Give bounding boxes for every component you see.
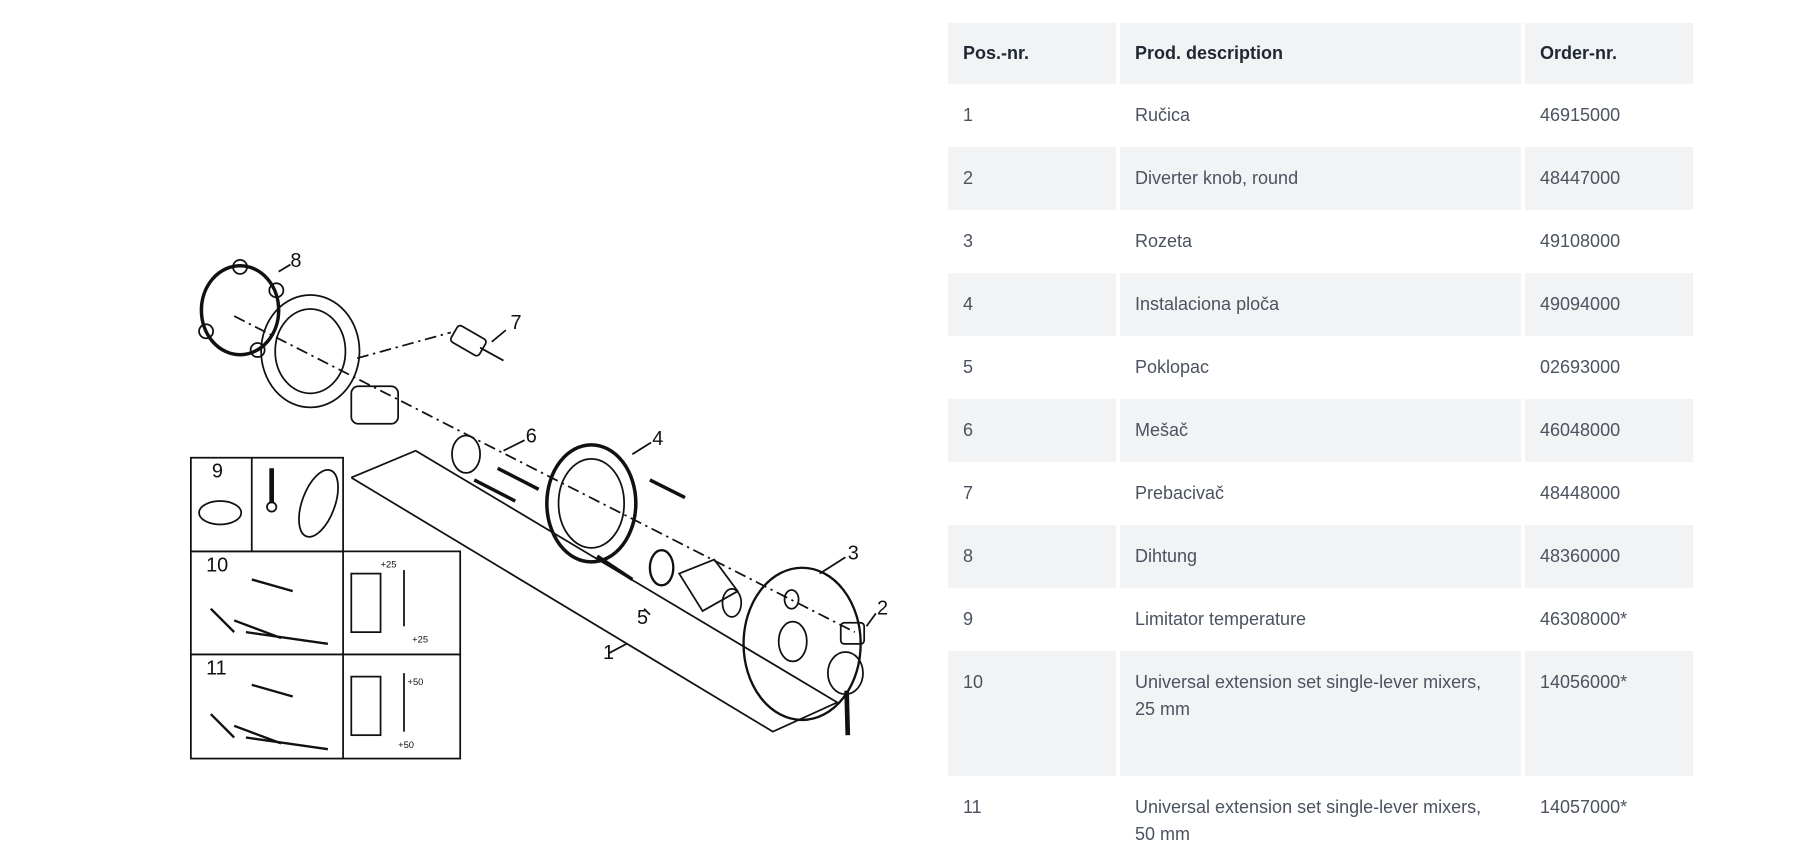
install-plate-part [545, 443, 638, 564]
dim-label: +25 [412, 635, 428, 645]
mixer-body-part [260, 294, 361, 409]
pos-cell: 3 [963, 231, 974, 251]
pos-cell: 10 [948, 651, 1116, 776]
description-cell: Rozeta [1135, 231, 1193, 251]
order-number-cell: 48447000 [1525, 147, 1693, 210]
header-pos: Pos.-nr. [948, 23, 1116, 84]
callout-5: 5 [637, 607, 648, 629]
pos-cell: 7 [963, 483, 974, 503]
order-number-cell: 02693000 [1540, 357, 1621, 377]
callout-8: 8 [290, 250, 301, 272]
order-number-cell: 48448000 [1540, 483, 1621, 503]
description-cell: Poklopac [1135, 357, 1210, 377]
dim-label: +50 [398, 740, 414, 750]
callout-4: 4 [652, 428, 663, 450]
spare-parts-table: Pos.-nr. Prod. description Order-nr. 1 Ru… [948, 23, 1693, 844]
callout-labels: 1 2 3 4 5 6 7 8 9 10 11 +25 +25 +50 +50 [206, 250, 888, 750]
description-cell: Limitator temperature [1135, 609, 1307, 629]
pos-cell: 6 [948, 399, 1116, 462]
pos-cell: 1 [963, 105, 974, 125]
inset-box-11 [189, 653, 462, 760]
callout-7: 7 [511, 312, 522, 334]
dim-label: +50 [407, 677, 423, 687]
callout-10: 10 [206, 554, 228, 576]
order-number-cell: 46048000 [1525, 399, 1693, 462]
diverter-part [449, 324, 487, 357]
header-description: Prod. description [1120, 23, 1521, 84]
pos-cell: 2 [948, 147, 1116, 210]
description-cell: Prebacivač [1135, 483, 1225, 503]
order-number-cell: 46915000 [1540, 105, 1621, 125]
description-cell: Mešač [1120, 399, 1521, 462]
order-number-cell: 14056000* [1525, 651, 1693, 776]
table-row: 5 Poklopac 02693000 [948, 336, 1693, 399]
callout-2: 2 [877, 598, 888, 620]
pos-cell: 5 [963, 357, 974, 377]
header-order: Order-nr. [1525, 23, 1693, 84]
description-cell: Universal extension set single-lever mix… [1120, 651, 1521, 776]
table-row: 7 Prebacivač 48448000 [948, 462, 1693, 525]
table-row: 3 Rozeta 49108000 [948, 210, 1693, 273]
table-header: Pos.-nr. Prod. description Order-nr. [948, 23, 1693, 84]
table-row: 11 Universal extension set single-lever m… [948, 776, 1693, 844]
order-number-cell: 49108000 [1540, 231, 1621, 251]
order-number-cell: 49094000 [1525, 273, 1693, 336]
description-cell: Diverter knob, round [1120, 147, 1521, 210]
callout-6: 6 [526, 426, 537, 448]
callout-1: 1 [603, 642, 614, 664]
order-number-cell: 14057000* [1540, 797, 1628, 817]
callout-9: 9 [212, 461, 223, 483]
table-row: 9 Limitator temperature 46308000* [948, 588, 1693, 651]
gasket-part [199, 263, 281, 357]
callout-11: 11 [206, 657, 227, 679]
callout-3: 3 [848, 543, 859, 565]
pos-cell: 8 [948, 525, 1116, 588]
description-cell: Dihtung [1120, 525, 1521, 588]
dim-label: +25 [381, 560, 397, 570]
order-number-cell: 46308000* [1540, 609, 1628, 629]
description-cell: Ručica [1135, 105, 1191, 125]
table-row: 1 Ručica 46915000 [948, 84, 1693, 147]
description-cell: Universal extension set single-lever mix… [1135, 797, 1482, 844]
description-cell: Instalaciona ploča [1120, 273, 1521, 336]
order-number-cell: 48360000 [1525, 525, 1693, 588]
pos-cell: 11 [963, 797, 982, 817]
pos-cell: 9 [963, 609, 974, 629]
pos-cell: 4 [948, 273, 1116, 336]
